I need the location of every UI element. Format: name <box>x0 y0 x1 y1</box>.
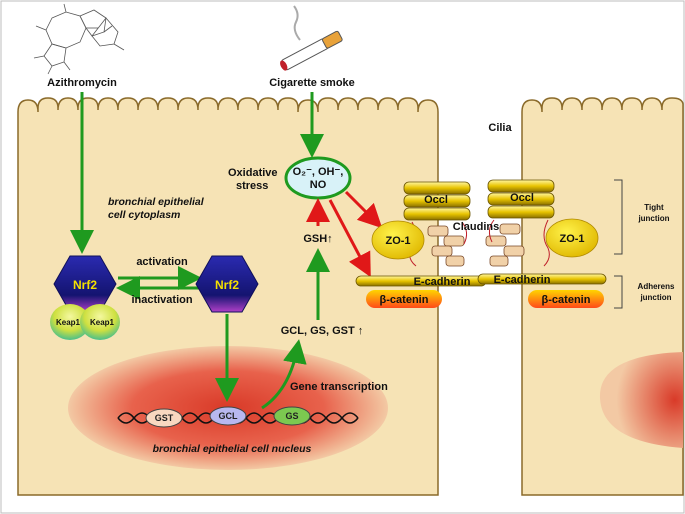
gcl-gene-label: GCL <box>219 411 239 421</box>
ros-to-zo1-red-arrow <box>344 190 383 229</box>
ros-to-ecadherin-red-arrow <box>328 199 371 278</box>
gcl-gs-gst-label: GCL, GS, GST ↑ <box>281 325 364 337</box>
adherens-junction-label-line1: Adherens <box>638 282 675 291</box>
claudins-label: Claudins <box>453 221 499 233</box>
tight-junction-bracket <box>614 179 623 255</box>
gsh-label: GSH↑ <box>303 233 332 245</box>
occludin-left <box>403 181 471 221</box>
oxidative-stress-label-line2: stress <box>236 180 268 192</box>
inactivation-label: inactivation <box>131 294 192 306</box>
bcatenin-left <box>366 290 442 308</box>
zo1-right <box>545 218 599 258</box>
ecadherin-right-rod <box>477 273 607 285</box>
cigarette-smoke-label: Cigarette smoke <box>269 77 355 89</box>
cilia-label: Cilia <box>488 122 512 134</box>
keap1-left-b <box>80 304 120 340</box>
cytoplasm-label-line1: bronchial epithelial <box>108 196 205 208</box>
nrf2-left-label: Nrf2 <box>73 278 97 292</box>
nrf2-right-hexagon <box>195 255 259 313</box>
tight-junction-label-line1: Tight <box>644 203 664 212</box>
keap1-b-label: Keap1 <box>90 318 115 327</box>
zo1-left-label: ZO-1 <box>385 235 410 247</box>
gs-gene <box>273 406 311 426</box>
gcl-gene <box>209 406 247 426</box>
bcatenin-right-label: β-catenin <box>542 294 591 306</box>
azithromycin-label: Azithromycin <box>47 77 117 89</box>
occludin-right-label: Occl <box>510 192 534 204</box>
zo1-right-label: ZO-1 <box>559 233 584 245</box>
nucleus-label: bronchial epithelial cell nucleus <box>153 443 312 455</box>
bcatenin-right <box>528 290 604 308</box>
keap1-a-label: Keap1 <box>56 318 81 327</box>
azithromycin-structure-icon <box>33 3 125 75</box>
bcatenin-left-label: β-catenin <box>380 294 429 306</box>
gs-gene-label: GS <box>285 411 298 421</box>
ros-ellipse <box>284 156 352 200</box>
cytoplasm-label-line2: cell cytoplasm <box>108 209 180 221</box>
oxidative-stress-label-line1: Oxidative <box>228 167 278 179</box>
cigarette-icon <box>280 5 343 71</box>
adherens-junction-bracket <box>614 275 623 309</box>
zo1-left <box>371 220 425 260</box>
gst-gene <box>145 408 183 428</box>
gene-transcription-arrow <box>261 339 307 410</box>
nrf2-right-label: Nrf2 <box>215 278 239 292</box>
gst-gene-label: GST <box>155 413 174 423</box>
ecadherin-right-label: E-cadherin <box>494 274 551 286</box>
occludin-right <box>487 179 555 219</box>
tight-junction-label-line2: junction <box>637 214 669 223</box>
ros-label-line2: NO <box>310 179 327 191</box>
occludin-left-label: Occl <box>424 194 448 206</box>
activation-label: activation <box>136 256 188 268</box>
adherens-junction-label-line2: junction <box>639 293 671 302</box>
ros-label-line1: O₂⁻, OH⁻, <box>293 166 344 178</box>
right-cell-nucleus <box>599 352 683 448</box>
keap1-left-a <box>50 304 90 340</box>
ecadherin-left-label: E-cadherin <box>414 276 471 288</box>
gene-transcription-label: Gene transcription <box>290 381 388 393</box>
